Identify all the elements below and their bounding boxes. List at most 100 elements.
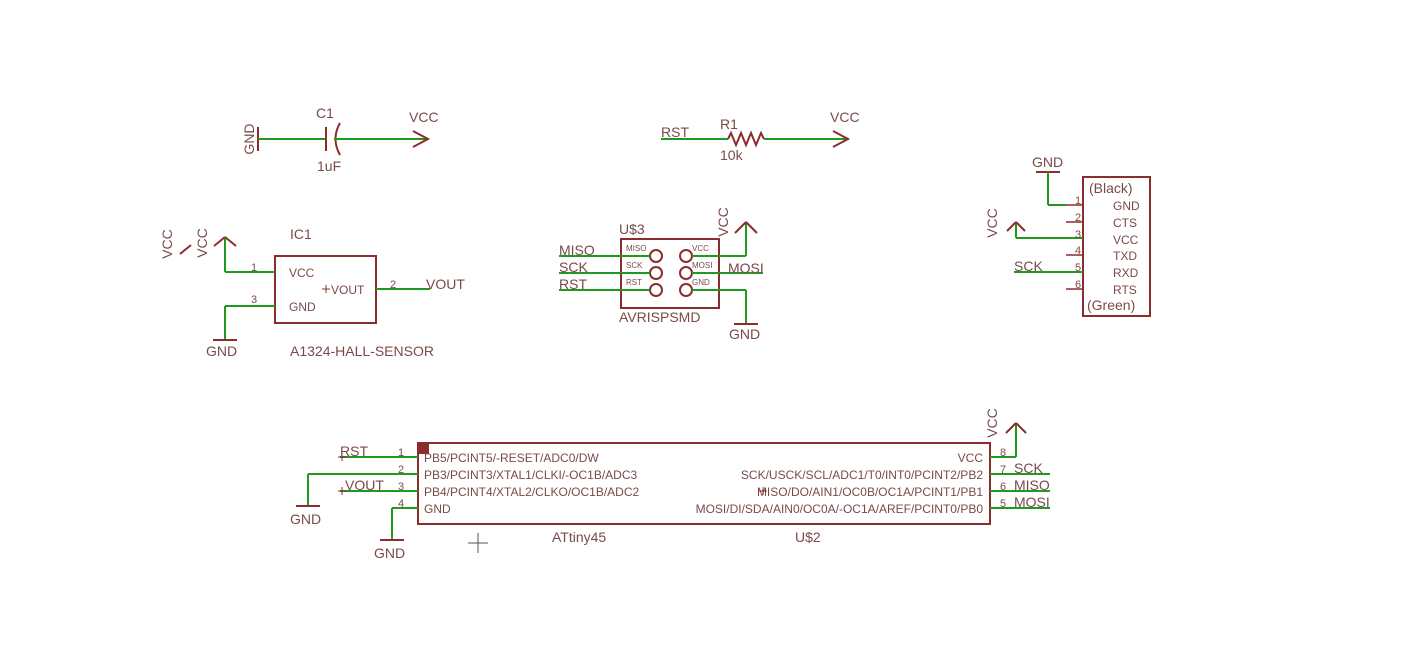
crosshair-cursor-icon [468, 533, 488, 553]
pin-label: VOUT [331, 283, 365, 297]
hall-sensor-ic1[interactable]: VCC VCC IC1 1 3 2 VCC GND VOUT VOUT GND … [159, 226, 465, 359]
pin-label: TXD [1113, 249, 1137, 263]
header-pin [679, 266, 693, 280]
pin-number: 2 [1075, 212, 1081, 224]
pin-number: 3 [1075, 229, 1081, 241]
part-name: U$2 [795, 529, 821, 545]
pin-label: MISO/DO/AIN1/OC0B/OC1A/PCINT1/PB1 [757, 485, 983, 499]
vcc-arrow-icon [1006, 221, 1017, 232]
header-pin [649, 249, 663, 263]
vcc-arrow-icon [213, 236, 226, 247]
pin-number: 1 [251, 262, 257, 274]
pin-label: PB3/PCINT3/XTAL1/CLKI/-OC1B/ADC3 [424, 468, 638, 482]
pin-number: 2 [398, 464, 404, 476]
pin-number: 1 [1075, 195, 1081, 207]
pin-label: MISO [626, 244, 646, 253]
vcc-arrow-icon [832, 130, 851, 148]
pin-number: 7 [1000, 464, 1006, 476]
pin-label: GND [1113, 199, 1140, 213]
vcc-arrow-icon [745, 221, 758, 234]
pin-label: VCC [958, 451, 984, 465]
device-name: ATtiny45 [552, 529, 606, 545]
pin-number: 5 [1000, 498, 1006, 510]
ftdi-header[interactable]: GND VCC SCK (Black) (Green) 1 2 3 4 5 6 … [984, 154, 1151, 317]
net-label-gnd: GND [1032, 154, 1063, 170]
part-name: U$3 [619, 221, 645, 237]
pin-label: GND [692, 278, 710, 287]
net-label-vout: VOUT [345, 477, 384, 493]
header-body [1082, 176, 1151, 317]
pin-label: PB5/PCINT5/-RESET/ADC0/DW [424, 451, 599, 465]
part-name: R1 [720, 116, 738, 132]
header-bottom-label: (Green) [1087, 297, 1135, 313]
part-value: 1uF [317, 158, 341, 174]
pin-label: VCC [692, 244, 709, 253]
device-name: A1324-HALL-SENSOR [290, 343, 434, 359]
net-label-gnd: GND [374, 545, 405, 561]
net-label-mosi: MOSI [728, 260, 764, 276]
pin-number: 5 [1075, 262, 1081, 274]
net-label-rst: RST [340, 443, 368, 459]
net-label-vcc: VCC [715, 207, 731, 237]
pin-number: 1 [398, 447, 404, 459]
header-pin [679, 249, 693, 263]
pin-label: CTS [1113, 216, 1137, 230]
net-label-vcc: VCC [159, 229, 175, 259]
pin-number: 6 [1000, 481, 1006, 493]
part-name: IC1 [290, 226, 312, 242]
pin-label: GND [424, 502, 451, 516]
pin-label: SCK [626, 261, 643, 270]
pin-label: MOSI/DI/SDA/AIN0/OC0A/-OC1A/AREF/PCINT0/… [696, 502, 984, 516]
net-label-rst: RST [559, 276, 587, 292]
header-pin [679, 283, 693, 297]
attiny45-u2[interactable]: RST VOUT GND GND 1 2 3 4 PB5/PCINT5/-RES… [290, 408, 1050, 561]
net-label-miso: MISO [1014, 477, 1050, 493]
pin-number: 2 [390, 279, 396, 291]
net-label-gnd: GND [241, 123, 257, 154]
net-label-rst: RST [661, 124, 689, 140]
net-label-sck: SCK [1014, 460, 1043, 476]
header-pin [649, 283, 663, 297]
device-name: AVRISPSMD [619, 309, 700, 325]
vcc-arrow-icon [1005, 422, 1017, 434]
pin-number: 6 [1075, 279, 1081, 291]
pin-number: 4 [1075, 245, 1081, 257]
pin-label: VCC [289, 266, 315, 280]
part-value: 10k [720, 147, 744, 163]
pin-label: MOSI [692, 261, 712, 270]
pin-number: 4 [398, 498, 404, 510]
pin-label: PB4/PCINT4/XTAL2/CLKO/OC1B/ADC2 [424, 485, 640, 499]
capacitor-c1[interactable]: GND C1 1uF VCC [241, 105, 439, 174]
vcc-arrow-icon [734, 221, 747, 234]
resistor-zigzag [727, 130, 765, 148]
pin-label: RTS [1113, 283, 1137, 297]
net-label-mosi: MOSI [1014, 494, 1050, 510]
net-label-vcc: VCC [984, 208, 1000, 238]
pin-label: SCK/USCK/SCL/ADC1/T0/INT0/PCINT2/PB2 [741, 468, 983, 482]
vcc-arrow-icon [1015, 221, 1026, 232]
isp-header-u3[interactable]: U$3 MISO SCK RST MISO SCK RST VCC MOSI G… [559, 207, 764, 342]
net-label-miso: MISO [559, 242, 595, 258]
net-label-gnd: GND [290, 511, 321, 527]
net-label-sck: SCK [559, 259, 588, 275]
pin-number: 3 [251, 294, 257, 306]
net-label-vcc: VCC [194, 228, 210, 258]
pin-label: VCC [1113, 233, 1139, 247]
pin-number: 8 [1000, 447, 1006, 459]
net-label-vcc: VCC [409, 109, 439, 125]
part-name: C1 [316, 105, 334, 121]
resistor-r1[interactable]: RST R1 10k VCC [661, 109, 860, 163]
net-label-gnd: GND [206, 343, 237, 359]
net-label-sck: SCK [1014, 258, 1043, 274]
vcc-arrow-icon [224, 236, 237, 247]
net-label-gnd: GND [729, 326, 760, 342]
pin-label: GND [289, 300, 316, 314]
mcu-body [417, 442, 991, 525]
pin1-marker [419, 444, 429, 454]
header-pin [649, 266, 663, 280]
pin-label: RXD [1113, 266, 1139, 280]
net-label-vout: VOUT [426, 276, 465, 292]
vcc-arrow-icon [1015, 422, 1027, 434]
pin-label: RST [626, 278, 642, 287]
